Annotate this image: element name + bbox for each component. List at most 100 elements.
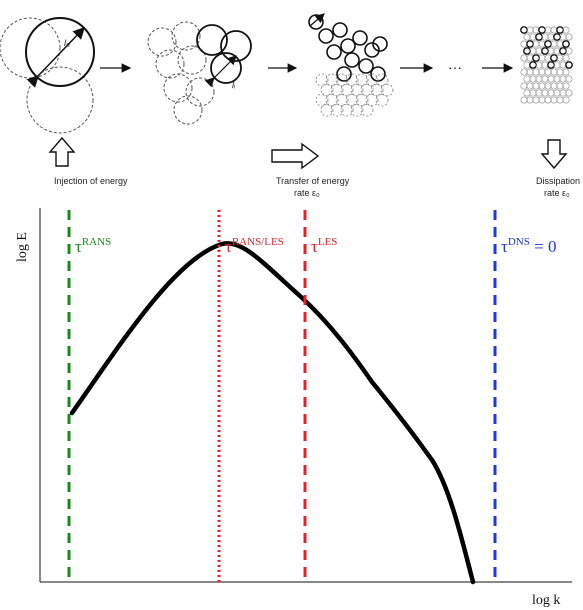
cutoff-label-dns: τDNS = 0 [501, 236, 556, 256]
eddy [553, 89, 561, 97]
eddy [336, 66, 352, 82]
eddy [526, 40, 534, 48]
y-axis-label: log E [15, 232, 30, 262]
eddy [375, 73, 389, 87]
eddy [532, 96, 540, 104]
dissipation-label-line1: Dissipation [536, 176, 580, 186]
eddy [365, 93, 379, 107]
eddy [355, 93, 369, 107]
eddy [562, 96, 570, 104]
eddy [544, 96, 552, 104]
eddy [535, 75, 543, 83]
eddy [330, 103, 344, 117]
eddy [565, 89, 573, 97]
eddy [538, 54, 546, 62]
dissipative-eddies [520, 26, 573, 104]
eddy [344, 52, 360, 68]
eddy [335, 73, 349, 87]
transfer-arrow-icon [271, 142, 320, 170]
eddy [375, 93, 389, 107]
energy-spectrum-curve [69, 241, 476, 585]
eddy [562, 68, 570, 76]
eddy [544, 68, 552, 76]
eddy [355, 73, 369, 87]
eddy [559, 89, 567, 97]
eddy [318, 28, 334, 44]
eddy [550, 54, 558, 62]
eddy [565, 47, 573, 55]
eddy [523, 75, 531, 83]
eddy [350, 103, 364, 117]
injection-label: Injection of energy [54, 176, 128, 186]
eddy [538, 96, 546, 104]
eddy [529, 61, 537, 69]
eddy [550, 40, 558, 48]
scale-cutoff-lines [67, 210, 497, 582]
eddy [556, 96, 564, 104]
eddy [520, 96, 528, 104]
medium-eddies [147, 21, 252, 125]
cascade-ellipsis: ··· [448, 59, 462, 75]
length-label-small: lᵢ [232, 80, 236, 90]
eddy [553, 33, 561, 41]
eddy [532, 82, 540, 90]
eddy [345, 73, 359, 87]
eddy [541, 89, 549, 97]
length-label-large: l₀ [64, 38, 70, 48]
eddy [352, 30, 368, 46]
eddy [325, 73, 339, 87]
eddy [544, 40, 552, 48]
eddy [523, 47, 531, 55]
x-axis-label: log k [532, 593, 560, 608]
eddy [332, 22, 348, 38]
eddy [345, 93, 359, 107]
eddy [523, 33, 531, 41]
eddy [365, 73, 379, 87]
eddy [541, 47, 549, 55]
eddy [535, 61, 543, 69]
eddy [529, 75, 537, 83]
eddy [535, 89, 543, 97]
eddy [529, 47, 537, 55]
cutoff-label-les: τLES [311, 236, 337, 256]
eddy [559, 33, 567, 41]
eddy [562, 26, 570, 34]
eddy [562, 82, 570, 90]
eddy [315, 93, 329, 107]
eddy [556, 54, 564, 62]
eddy [535, 33, 543, 41]
eddy [544, 26, 552, 34]
eddy [556, 82, 564, 90]
eddy [541, 33, 549, 41]
eddy [550, 82, 558, 90]
eddy [532, 54, 540, 62]
dissipation-arrow-icon [540, 139, 568, 170]
eddy [350, 83, 364, 97]
eddy [553, 75, 561, 83]
transfer-label-line1: Transfer of energy [276, 176, 350, 186]
eddy [520, 82, 528, 90]
eddy [325, 93, 339, 107]
eddy [372, 36, 388, 52]
eddy [526, 96, 534, 104]
eddy [562, 40, 570, 48]
eddy [523, 89, 531, 97]
eddy [547, 75, 555, 83]
eddy [340, 83, 354, 97]
eddy [541, 75, 549, 83]
eddy [556, 68, 564, 76]
eddy [529, 89, 537, 97]
eddy [340, 38, 356, 54]
eddy [526, 82, 534, 90]
eddy [320, 103, 334, 117]
eddy [520, 26, 528, 34]
eddy [532, 40, 540, 48]
eddy [526, 26, 534, 34]
eddy [565, 33, 573, 41]
eddy [360, 83, 374, 97]
eddy [550, 68, 558, 76]
eddy [364, 42, 380, 58]
eddy [370, 83, 384, 97]
eddy [532, 68, 540, 76]
